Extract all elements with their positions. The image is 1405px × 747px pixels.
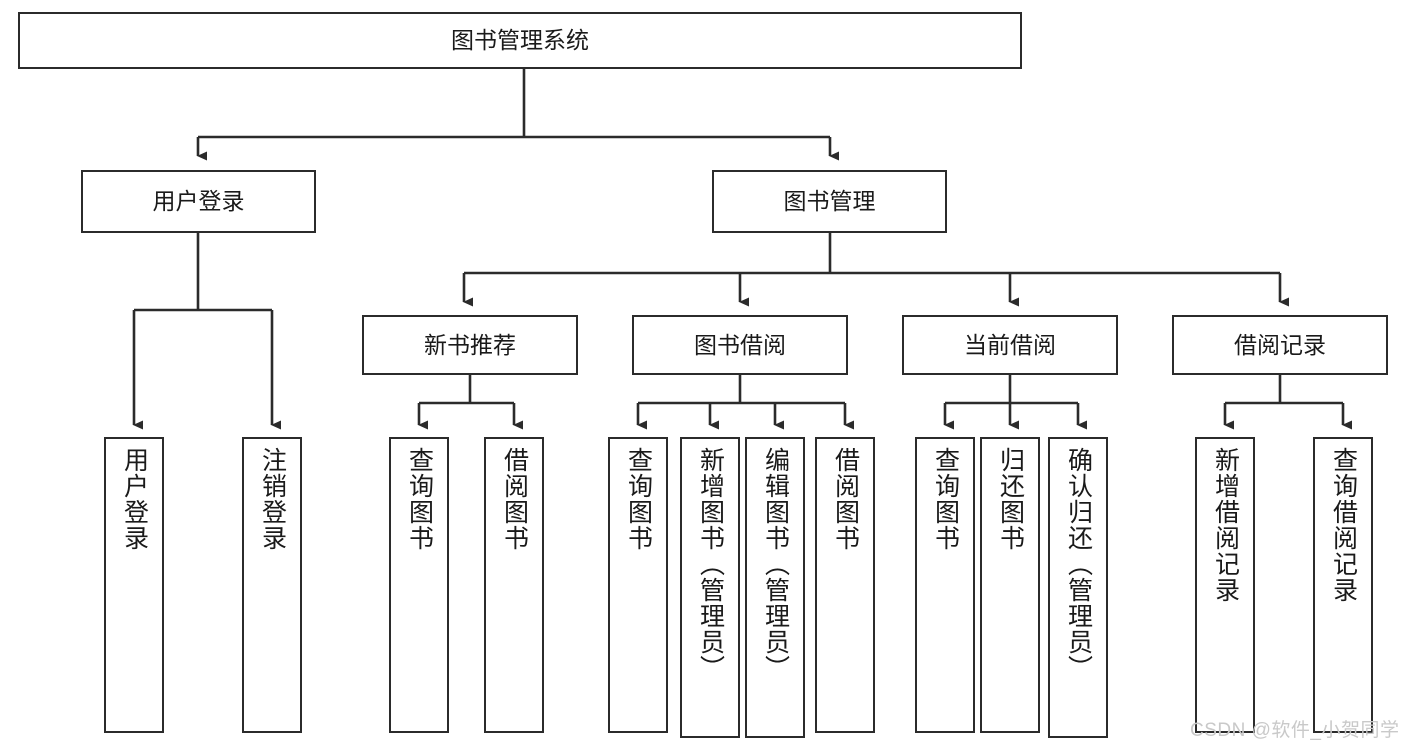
node-label: 图书借阅 [694,331,786,358]
leaf-user-login[interactable]: 用户登录 [104,437,164,733]
leaf-query-book-recommend[interactable]: 查询图书 [389,437,449,733]
leaf-borrow-book[interactable]: 借阅图书 [815,437,875,733]
node-label: 借阅图书 [500,447,529,551]
node-label: 查询图书 [931,447,960,551]
leaf-confirm-return-admin[interactable]: 确认归还（管理员） [1048,437,1108,738]
leaf-query-borrow-record[interactable]: 查询借阅记录 [1313,437,1373,733]
leaf-return-book[interactable]: 归还图书 [980,437,1040,733]
node-label: 编辑图书（管理员） [761,447,790,681]
node-label: 归还图书 [996,447,1025,551]
node-root-book-management-system[interactable]: 图书管理系统 [18,12,1022,69]
node-label: 借阅图书 [831,447,860,551]
leaf-add-borrow-record[interactable]: 新增借阅记录 [1195,437,1255,733]
leaf-add-book-admin[interactable]: 新增图书（管理员） [680,437,740,738]
node-borrow-record[interactable]: 借阅记录 [1172,315,1388,375]
node-label: 图书管理 [783,188,876,215]
leaf-logout[interactable]: 注销登录 [242,437,302,733]
node-label: 新增借阅记录 [1211,447,1240,603]
node-current-borrow[interactable]: 当前借阅 [902,315,1118,375]
leaf-query-book-borrow[interactable]: 查询图书 [608,437,668,733]
node-label: 用户登录 [152,188,245,215]
node-label: 查询图书 [624,447,653,551]
csdn-watermark: CSDN @软件_小贺同学 [1190,720,1400,741]
leaf-query-book-current[interactable]: 查询图书 [915,437,975,733]
node-user-login[interactable]: 用户登录 [81,170,316,233]
node-book-management[interactable]: 图书管理 [712,170,947,233]
node-label: 新书推荐 [424,331,516,358]
node-label: 图书管理系统 [451,27,589,54]
node-book-borrow[interactable]: 图书借阅 [632,315,848,375]
node-new-book-recommend[interactable]: 新书推荐 [362,315,578,375]
leaf-edit-book-admin[interactable]: 编辑图书（管理员） [745,437,805,738]
leaf-borrow-book-recommend[interactable]: 借阅图书 [484,437,544,733]
node-label: 用户登录 [120,447,149,551]
node-label: 查询图书 [405,447,434,551]
node-label: 新增图书（管理员） [696,447,725,681]
node-label: 查询借阅记录 [1329,447,1358,603]
node-label: 当前借阅 [964,331,1056,358]
node-label: 注销登录 [258,447,287,551]
node-label: 借阅记录 [1234,331,1326,358]
node-label: 确认归还（管理员） [1064,447,1093,681]
